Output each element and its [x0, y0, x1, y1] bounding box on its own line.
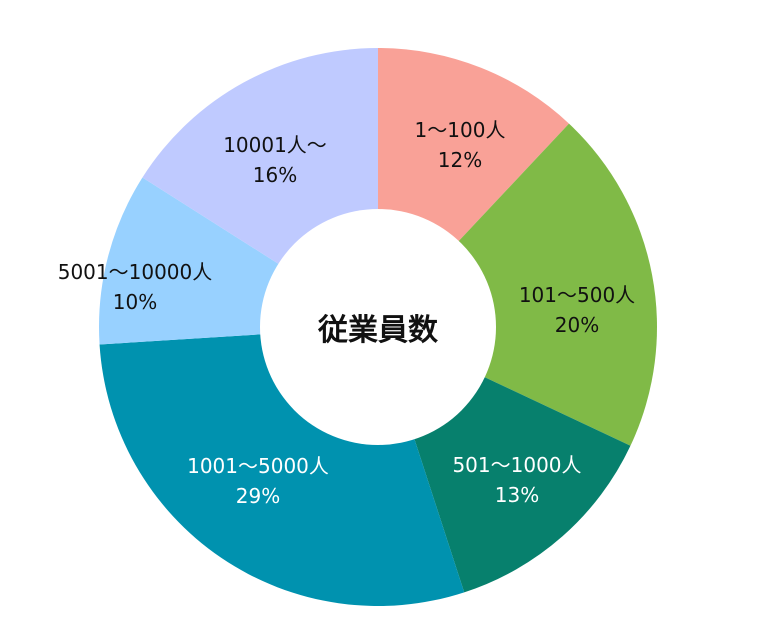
donut-slice	[378, 123, 657, 446]
slice-category: 5001〜10000人	[57, 260, 213, 284]
slice-percent: 12%	[437, 148, 483, 172]
slice-label-10001-plus: 10001人〜 16%	[223, 130, 327, 190]
chart-center-title: 従業員数	[318, 313, 438, 348]
slice-label-1-100: 1〜100人 12%	[415, 115, 506, 175]
slice-category: 1〜100人	[414, 118, 506, 142]
slice-label-101-500: 101〜500人 20%	[519, 280, 635, 340]
slice-label-501-1000: 501〜1000人 13%	[452, 450, 581, 510]
slice-percent: 20%	[554, 313, 600, 337]
slice-percent: 29%	[235, 484, 281, 508]
slice-category: 501〜1000人	[452, 453, 582, 477]
slice-label-1001-5000: 1001〜5000人 29%	[187, 451, 329, 511]
slice-category: 10001人〜	[223, 133, 327, 157]
donut-hole	[260, 209, 496, 445]
slice-percent: 10%	[112, 290, 158, 314]
slice-label-5001-10000: 5001〜10000人 10%	[58, 257, 213, 317]
slice-category: 101〜500人	[518, 283, 636, 307]
slice-category: 1001〜5000人	[187, 454, 329, 478]
slice-percent: 13%	[494, 483, 540, 507]
slice-percent: 16%	[252, 163, 298, 187]
